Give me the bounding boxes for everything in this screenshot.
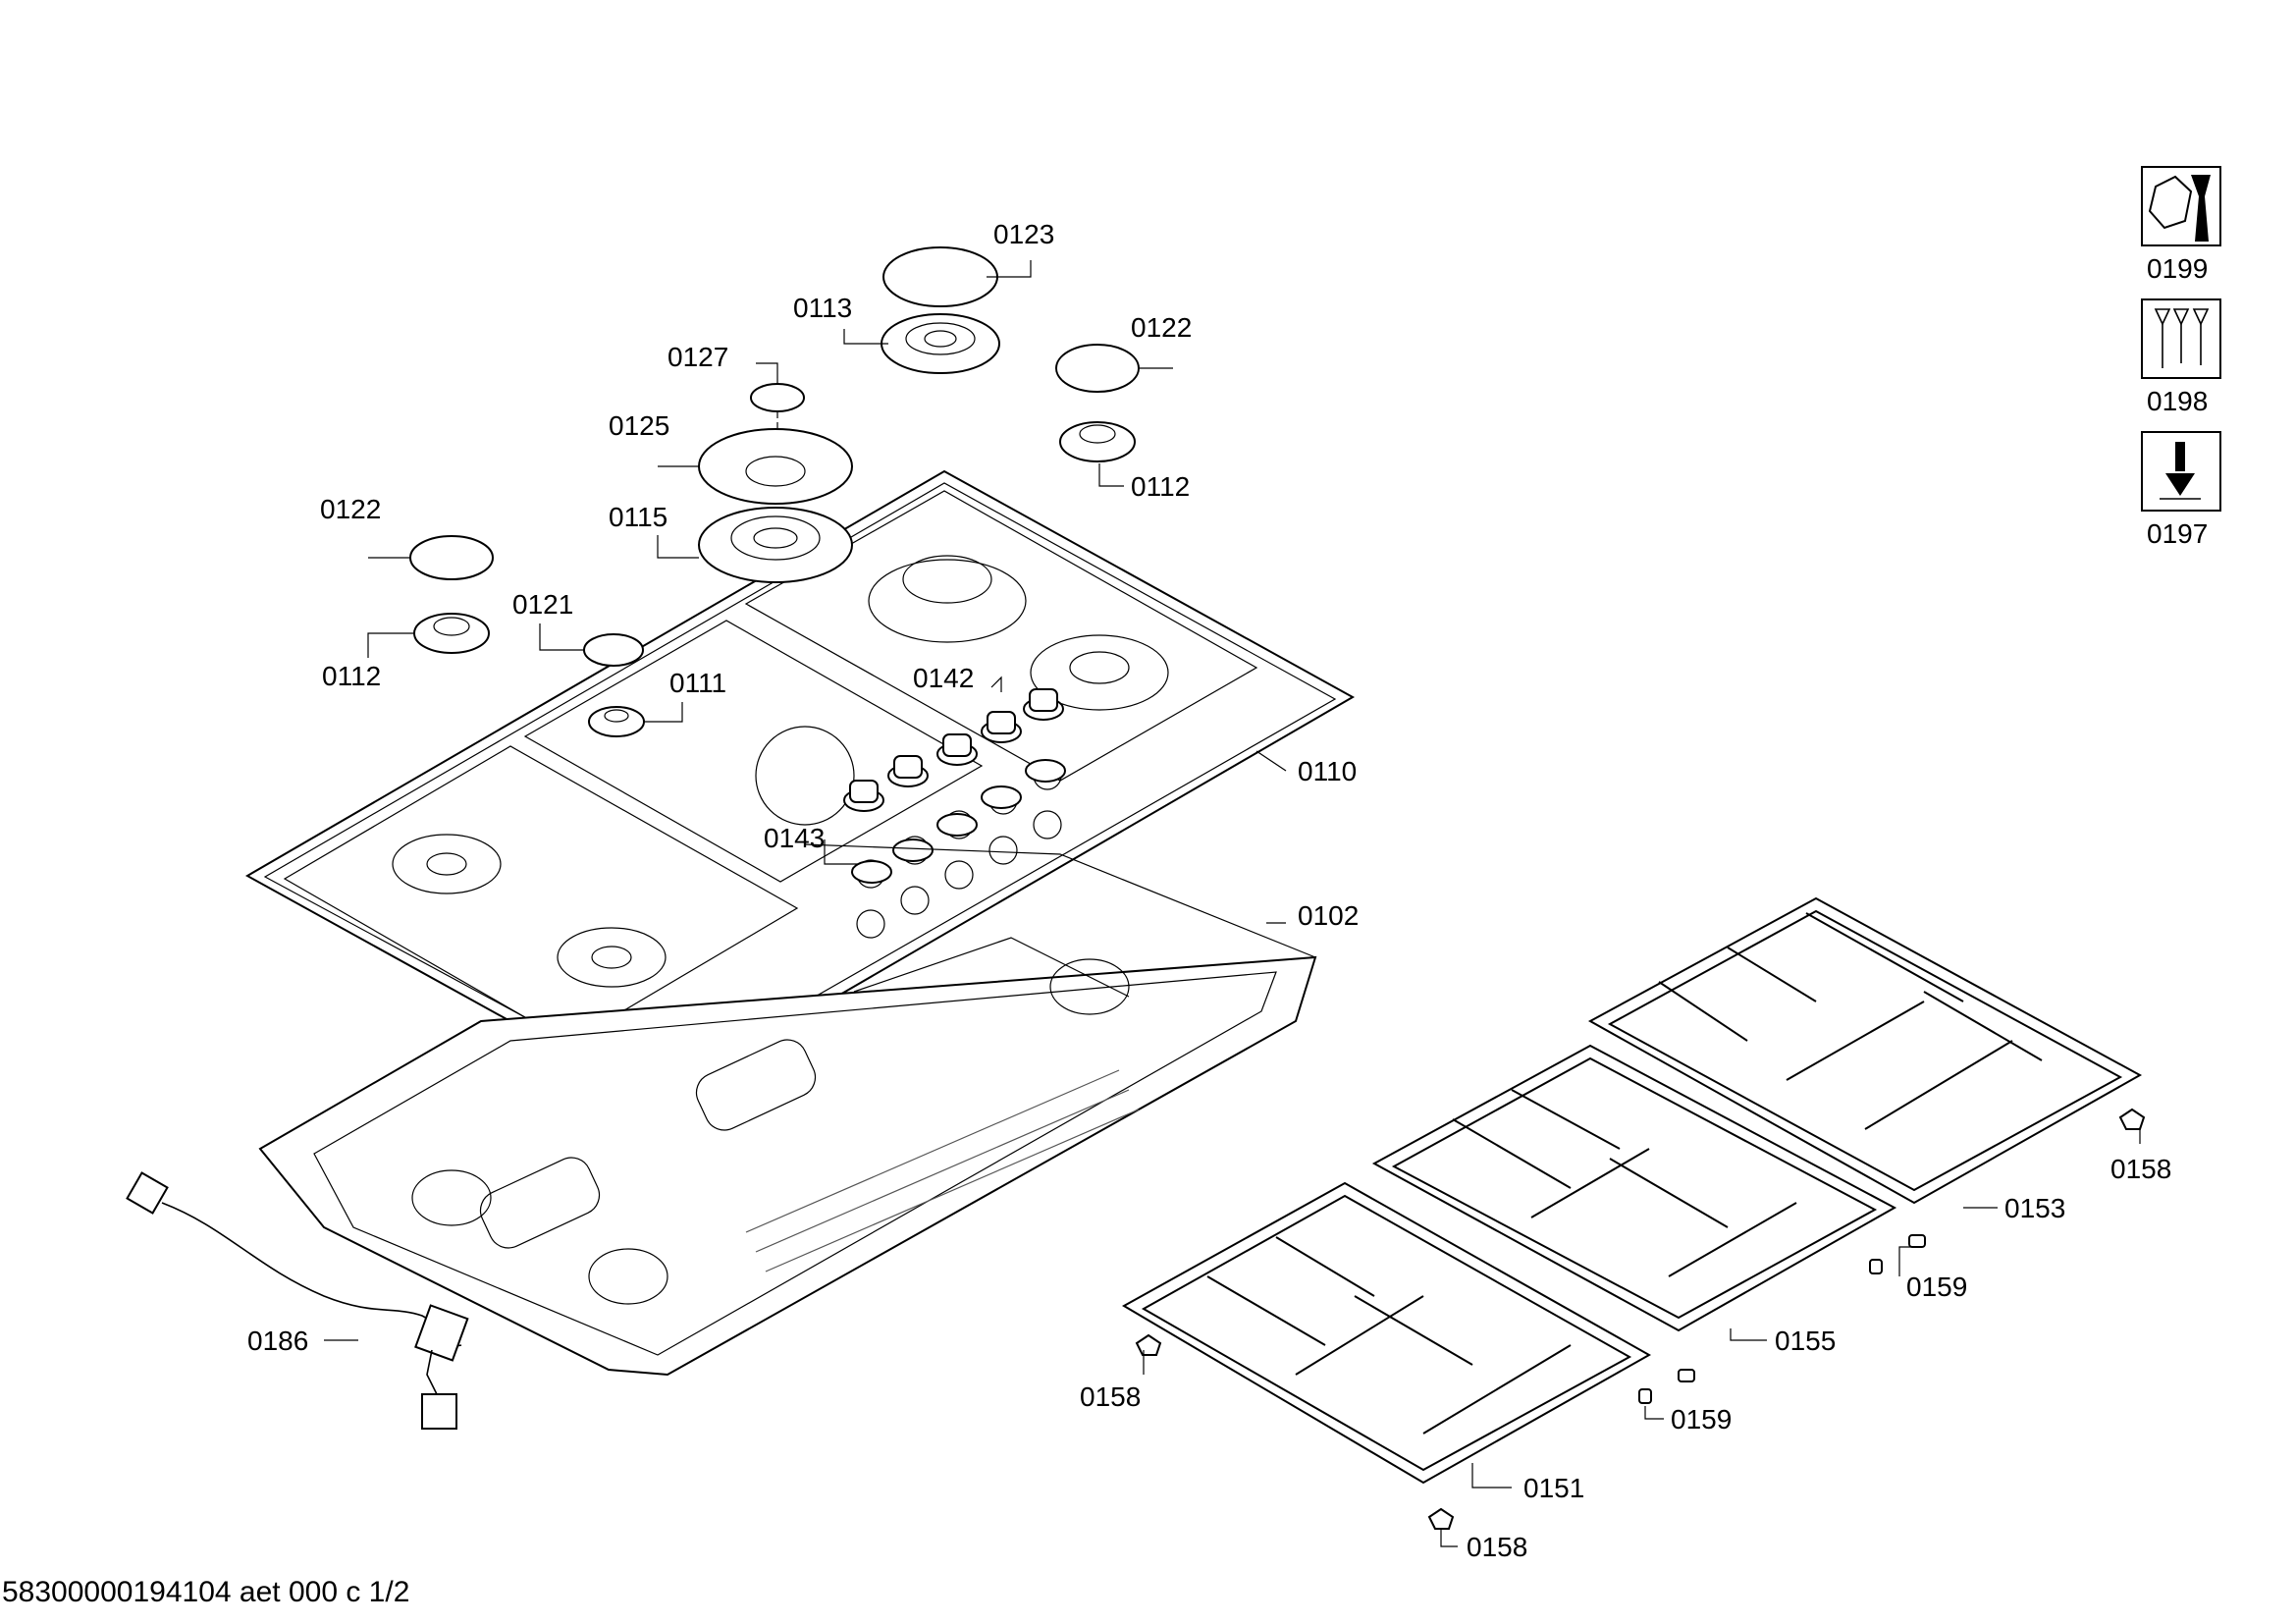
document-code: 58300000194104 aet 000 c 1/2 (2, 1576, 409, 1608)
label-0151: 0151 (1523, 1473, 1584, 1503)
label-0158-bottom: 0158 (1467, 1532, 1527, 1562)
screw-set-icon (2154, 308, 2210, 368)
label-0121: 0121 (512, 589, 573, 620)
label-0158-right: 0158 (2110, 1154, 2171, 1184)
label-0122-left: 0122 (320, 494, 381, 524)
label-0142: 0142 (913, 663, 974, 693)
kit-icon-0198: 0198 (2141, 298, 2221, 416)
hob-top-panel (244, 469, 1356, 1104)
part-labels: 0123 0113 0127 0122 0125 0112 0115 0122 … (247, 219, 2171, 1562)
label-0199: 0199 (2147, 253, 2208, 284)
leader-lines (324, 260, 2141, 1547)
label-0115: 0115 (609, 502, 667, 532)
label-0186: 0186 (247, 1326, 308, 1356)
burner-parts (409, 246, 1140, 737)
kit-icon-0199: 0199 (2141, 166, 2221, 284)
label-0125: 0125 (609, 410, 669, 441)
control-knobs (843, 688, 1066, 884)
label-0102: 0102 (1298, 900, 1359, 931)
hob-bottom-tray (258, 843, 1317, 1377)
rubber-feet (1135, 1108, 2146, 1530)
label-0159-right: 0159 (1906, 1272, 1967, 1302)
lubricant-icon (2160, 442, 2201, 500)
label-0113: 0113 (793, 293, 852, 323)
label-0153: 0153 (2004, 1193, 2065, 1223)
label-0111: 0111 (669, 668, 726, 698)
label-0110: 0110 (1298, 756, 1357, 786)
label-0112-right: 0112 (1131, 471, 1190, 502)
label-0198: 0198 (2147, 386, 2208, 416)
label-0123: 0123 (993, 219, 1054, 249)
pan-support-0151 (1121, 1181, 1652, 1485)
label-0197: 0197 (2147, 518, 2208, 549)
pan-support-0155 (1371, 1044, 1897, 1332)
tool-kit-icon (2148, 175, 2211, 242)
label-0122-top: 0122 (1131, 312, 1192, 343)
label-0127: 0127 (667, 342, 728, 372)
kit-icon-0197: 0197 (2141, 431, 2221, 549)
label-0112-left: 0112 (322, 661, 381, 691)
label-0158-left: 0158 (1080, 1381, 1141, 1412)
label-0155: 0155 (1775, 1326, 1836, 1356)
label-0159-left: 0159 (1671, 1404, 1732, 1435)
power-cable (126, 1171, 469, 1430)
label-0143: 0143 (764, 823, 825, 853)
pan-support-0153 (1587, 896, 2143, 1205)
